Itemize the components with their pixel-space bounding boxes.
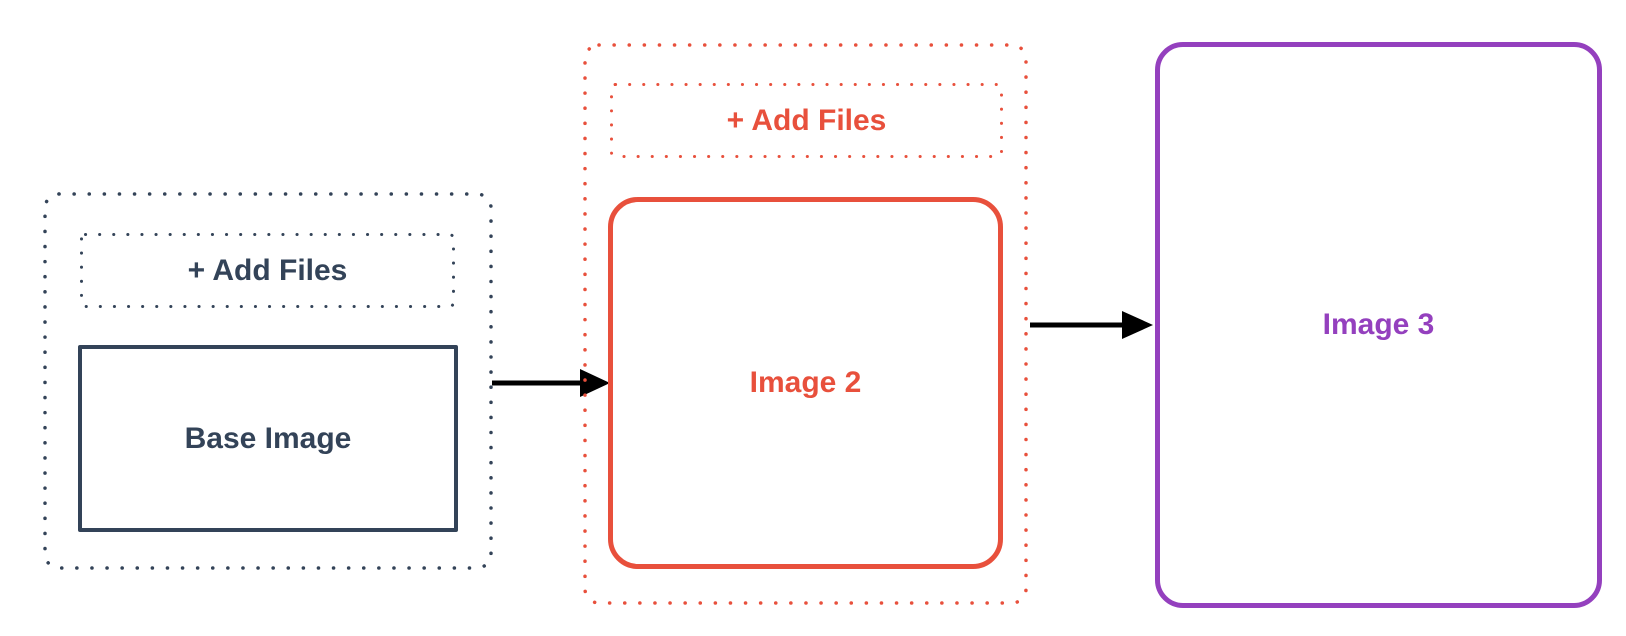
add-files-label: + Add Files [726,103,887,137]
add-files-button-base[interactable]: + Add Files [80,233,455,308]
add-files-label: + Add Files [187,253,348,287]
image3-label: Image 3 [1322,308,1435,341]
image2-label: Image 2 [749,366,862,399]
image2-group: + Add Files Image 2 [583,43,1028,605]
base-image-box[interactable]: Base Image [78,345,458,532]
add-files-button-image2[interactable]: + Add Files [610,83,1003,158]
base-image-label: Base Image [184,421,352,455]
image2-box[interactable]: Image 2 [608,197,1003,569]
base-image-group: + Add Files Base Image [43,192,493,570]
image3-box[interactable]: Image 3 [1155,42,1602,608]
arrow-image2-to-image3 [1030,311,1153,339]
